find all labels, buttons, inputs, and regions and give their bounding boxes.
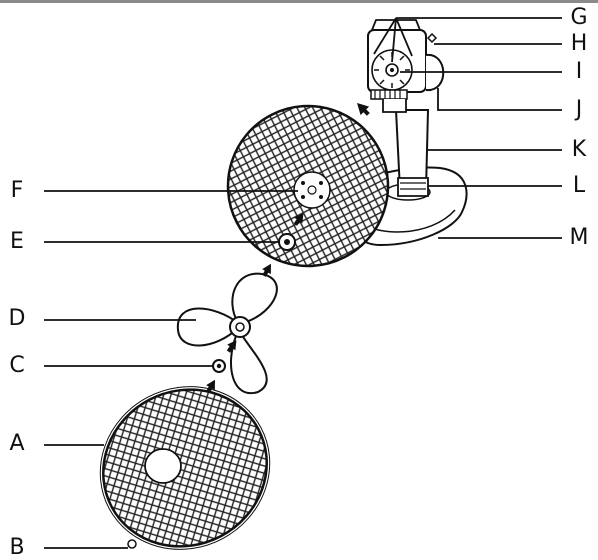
assembly-arrows — [206, 103, 370, 393]
leader-line-g1 — [373, 17, 397, 55]
arrow-icon — [226, 340, 237, 353]
label-e: E — [10, 229, 24, 254]
motor-housing — [367, 19, 445, 113]
label-l: L — [572, 173, 586, 198]
label-j: J — [575, 97, 583, 122]
label-a: A — [9, 431, 25, 456]
arrow-icon — [293, 213, 304, 226]
arrow-icon — [357, 103, 370, 116]
rear-guard — [226, 104, 390, 268]
top-rule — [0, 0, 598, 3]
label-h: H — [570, 31, 588, 56]
front-guard — [99, 386, 271, 550]
label-m: M — [569, 225, 589, 250]
arrow-icon — [206, 379, 215, 393]
label-b: B — [9, 535, 25, 560]
label-k: K — [571, 137, 587, 162]
leader-line-g2 — [391, 17, 397, 63]
label-i: I — [575, 59, 583, 84]
label-f: F — [10, 178, 24, 203]
label-d: D — [8, 306, 26, 331]
arrow-icon — [262, 263, 271, 277]
leader-line-j — [437, 88, 562, 111]
label-c: C — [9, 353, 25, 378]
fan-blade — [176, 272, 278, 395]
leader-line-g3 — [395, 17, 413, 57]
spinner-cap — [212, 359, 226, 373]
leader-lines — [44, 17, 562, 549]
fan-stand-pole — [394, 109, 430, 197]
label-g: G — [570, 5, 588, 30]
